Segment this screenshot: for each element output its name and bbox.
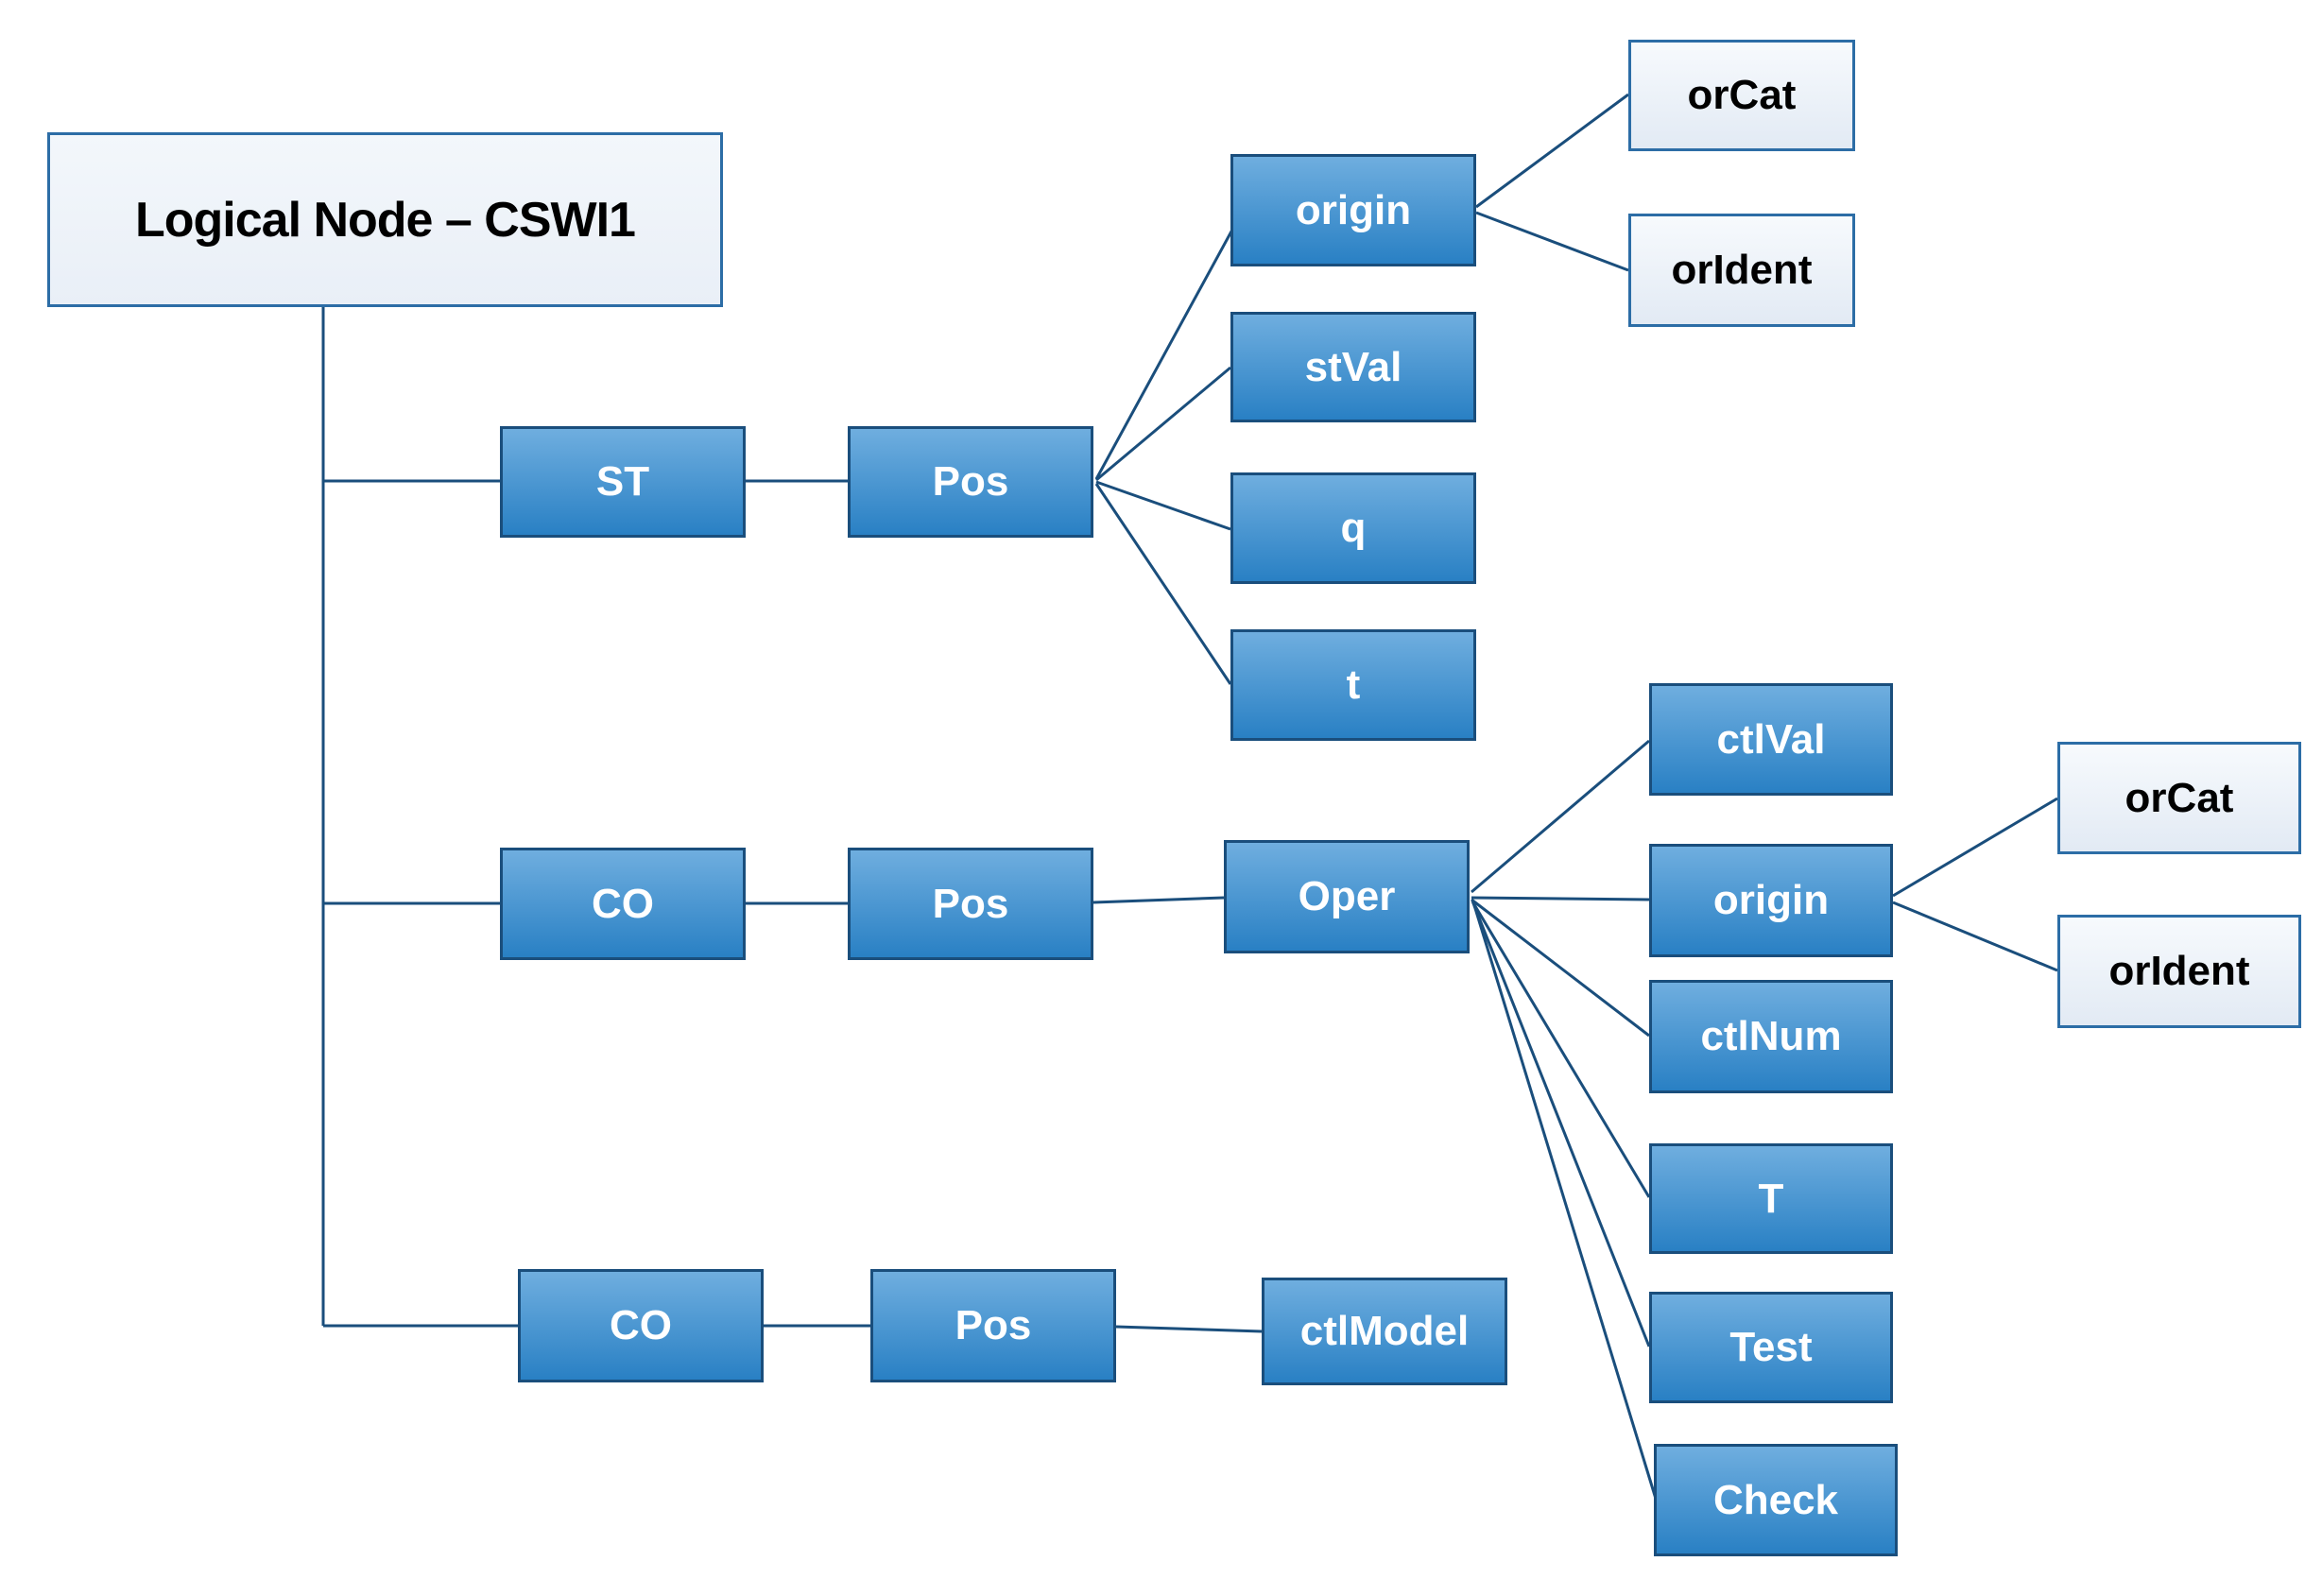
edge-18 [1471, 901, 1651, 1198]
edge-10 [1095, 366, 1231, 482]
node-pos-ctlmodel: Pos [870, 1269, 1116, 1382]
node-oper: Oper [1224, 840, 1470, 953]
node-label-co-oper: CO [592, 880, 654, 927]
edge-17 [1471, 898, 1650, 1038]
node-label-test: Test [1729, 1324, 1813, 1370]
node-label-origin-st: origin [1295, 186, 1412, 233]
node-label-orcat-oper: orCat [2124, 774, 2234, 821]
node-co-oper: CO [500, 848, 746, 960]
edge-20 [1472, 904, 1658, 1500]
node-label-origin-oper: origin [1712, 877, 1830, 923]
node-label-co-ctlmodel: CO [610, 1302, 672, 1348]
node-label-stval: stVal [1304, 343, 1402, 390]
edge-15 [1471, 739, 1650, 894]
node-test: Test [1649, 1292, 1893, 1403]
node-stval: stVal [1230, 312, 1476, 422]
edge-5 [1092, 896, 1225, 904]
node-label-oper: Oper [1298, 873, 1396, 919]
node-label-orident-oper: orIdent [2108, 948, 2250, 994]
node-label-pos-st: Pos [932, 458, 1009, 505]
edge-13 [1475, 93, 1629, 209]
node-check: Check [1654, 1444, 1898, 1556]
node-ctlnum: ctlNum [1649, 980, 1893, 1093]
node-origin-oper: origin [1649, 844, 1893, 957]
edge-8 [1115, 1325, 1263, 1333]
node-label-root: Logical Node – CSWI1 [135, 192, 636, 248]
node-label-orident-st: orIdent [1671, 247, 1813, 293]
edge-12 [1094, 483, 1232, 685]
node-t-oper: T [1649, 1143, 1893, 1254]
edge-21 [1892, 797, 2058, 898]
edge-19 [1471, 902, 1651, 1347]
node-label-check: Check [1712, 1476, 1839, 1523]
node-label-orcat-st: orCat [1687, 72, 1797, 118]
node-label-t: t [1346, 661, 1361, 708]
node-label-t-oper: T [1758, 1175, 1784, 1222]
edge-9 [1094, 229, 1234, 480]
node-orident-st: orIdent [1628, 214, 1855, 327]
node-origin-st: origin [1230, 154, 1476, 266]
edge-14 [1475, 211, 1629, 272]
node-label-ctlnum: ctlNum [1700, 1013, 1842, 1059]
node-label-ctlmodel: ctlModel [1299, 1308, 1470, 1354]
node-pos-oper: Pos [848, 848, 1093, 960]
node-st: ST [500, 426, 746, 538]
node-ctlval: ctlVal [1649, 683, 1893, 796]
node-label-pos-oper: Pos [932, 880, 1009, 927]
node-label-pos-ctlmodel: Pos [955, 1302, 1032, 1348]
node-root: Logical Node – CSWI1 [47, 132, 723, 307]
node-t: t [1230, 629, 1476, 741]
node-label-st: ST [595, 458, 650, 505]
edge-11 [1095, 480, 1231, 531]
node-pos-st: Pos [848, 426, 1093, 538]
edge-16 [1471, 896, 1650, 901]
edge-22 [1892, 901, 2058, 972]
node-orident-oper: orIdent [2057, 915, 2301, 1028]
node-ctlmodel: ctlModel [1262, 1278, 1507, 1385]
node-label-q: q [1340, 505, 1367, 551]
node-co-ctlmodel: CO [518, 1269, 764, 1382]
node-orcat-st: orCat [1628, 40, 1855, 151]
node-orcat-oper: orCat [2057, 742, 2301, 854]
node-q: q [1230, 472, 1476, 584]
node-label-ctlval: ctlVal [1716, 715, 1826, 763]
